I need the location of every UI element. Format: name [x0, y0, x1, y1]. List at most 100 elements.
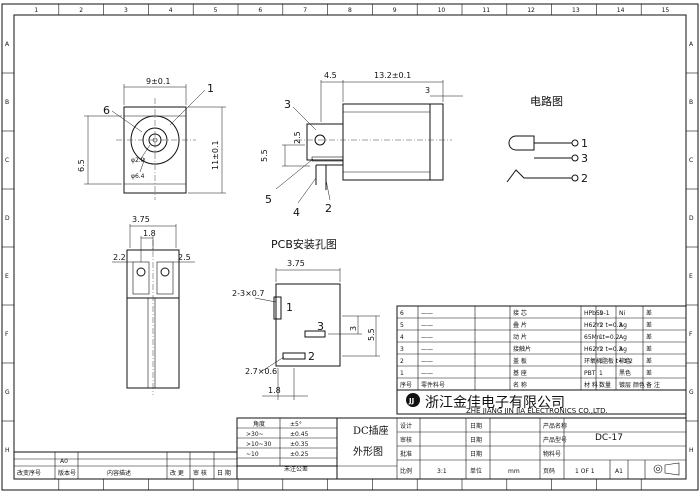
bom-cell: PBT — [584, 370, 596, 377]
row-marker-left: C — [5, 157, 9, 164]
row-marker-left: A — [5, 41, 10, 48]
bom-cell: Ag — [619, 322, 627, 329]
column-marker-top: 10 — [438, 7, 446, 14]
bom-cell: —— — [421, 370, 433, 377]
tol-header-a: 角度 — [253, 420, 265, 428]
bom-cell: 黑色 — [619, 369, 631, 377]
bom-header: 备 注 — [646, 381, 660, 389]
label-product-no: 产品型号 — [543, 436, 567, 444]
column-marker-top: 2 — [79, 7, 83, 14]
column-marker-top: 15 — [662, 7, 670, 14]
bom-cell: —— — [421, 358, 433, 365]
bom-cell: 6 — [400, 310, 404, 317]
column-marker-top: 4 — [169, 7, 173, 14]
rev-label-date: 日 期 — [217, 469, 231, 477]
bom-cell: Ni — [619, 310, 625, 317]
bom-header: 数量 — [599, 381, 611, 389]
pcb-hole-a: 2-3×0.7 — [232, 289, 265, 298]
bom-cell: 差 — [646, 369, 652, 377]
label-date-2: 日期 — [470, 436, 482, 444]
company-banner: JJ 浙江金佳电子有限公司 ZHE JIANG JIN JIA ELECTRON… — [396, 389, 687, 415]
column-marker-top: 1 — [34, 7, 38, 14]
column-marker-top: 13 — [572, 7, 580, 14]
column-marker-top: 3 — [124, 7, 128, 14]
bom-header: 镀层 颜色 — [619, 381, 645, 389]
column-marker-top: 6 — [258, 7, 262, 14]
label-date-3: 日期 — [470, 450, 482, 458]
row-marker-right: F — [689, 331, 693, 338]
bom-cell: 2 — [400, 358, 404, 365]
bom-cell: 差 — [646, 357, 652, 365]
tol-header-b: ±5° — [290, 421, 302, 428]
label-material-no: 物料号 — [543, 450, 561, 458]
bom-cell: H62Y2 t=0.3 — [584, 322, 623, 329]
bom-cell: 叠 片 — [513, 321, 527, 329]
size-value: A1 — [615, 468, 623, 475]
company-name-cn: 浙江金佳电子有限公司 — [425, 395, 565, 411]
scale-value: 3:1 — [437, 468, 447, 475]
row-marker-right: C — [689, 157, 693, 164]
callout-2: 2 — [325, 202, 332, 215]
bom-cell: HPb59-1 — [584, 310, 610, 317]
row-marker-left: H — [5, 447, 10, 454]
bom-cell: 65Mn t=0.2 — [584, 334, 620, 341]
dim-pcb-right-b: 5.5 — [367, 328, 376, 341]
dim-side-b: 13.2±0.1 — [374, 71, 411, 80]
circuit-pin-1: 1 — [581, 137, 588, 150]
bom-cell: 基 座 — [513, 369, 527, 377]
tolerance-table: 角度 ±5° >30~ ±0.45 >10~30 ±0.35 ~10 ±0.25… — [236, 417, 338, 473]
dia-small-label: φ2.0 — [131, 157, 145, 164]
rev-label-review: 审 核 — [193, 469, 207, 477]
bom-cell: Ag — [619, 346, 627, 353]
circuit-pin-2: 2 — [581, 172, 588, 185]
bom-header: 名 称 — [513, 381, 527, 389]
rev-label-change: 改变序号 — [17, 469, 41, 477]
bom-cell: 环氧树脂板 t=1.2 — [584, 357, 633, 365]
bom-cell: Ag — [619, 334, 627, 341]
circuit-title: 电路图 — [530, 95, 563, 108]
dim-side-d: 5.5 — [260, 149, 269, 162]
row-marker-right: D — [689, 215, 694, 222]
projection-symbol — [653, 462, 680, 476]
column-marker-top: 5 — [214, 7, 218, 14]
column-marker-top: 7 — [303, 7, 307, 14]
row-marker-left: G — [5, 389, 10, 396]
column-marker-top: 9 — [393, 7, 397, 14]
revision-block: A0 改变序号 版本号 内容描述 改 更 审 核 日 期 — [13, 451, 238, 480]
sheets-value: 1 OF 1 — [575, 468, 595, 475]
rev-label-change-by: 改 更 — [170, 469, 184, 477]
part-name-line2: 外形图 — [353, 446, 383, 458]
bom-cell: —— — [421, 334, 433, 341]
label-scale: 比例 — [400, 467, 412, 475]
bottom-view: 3.75 1.8 2.2 2.5 — [112, 215, 195, 395]
label-approve: 批准 — [400, 450, 412, 458]
row-marker-left: D — [5, 215, 10, 222]
drawing-border — [1, 3, 699, 491]
bom-cell: 3 — [400, 346, 404, 353]
bom-cell: 差 — [646, 321, 652, 329]
bom-header: 零件料号 — [421, 381, 445, 389]
side-view: 4.5 13.2±0.1 3 5.5 2.5 3 5 4 2 — [260, 71, 463, 219]
row-marker-right: H — [689, 447, 694, 454]
column-marker-top: 12 — [527, 7, 535, 14]
dim-bottom-b: 1.8 — [143, 229, 156, 238]
bom-cell: 接 芯 — [513, 309, 527, 317]
bom-cell: 盖 板 — [513, 357, 527, 365]
tol-row-2-value: ±0.35 — [290, 441, 309, 448]
dia-large-label: φ6.4 — [131, 173, 145, 180]
bom-cell: —— — [421, 346, 433, 353]
label-design: 设计 — [400, 422, 412, 430]
row-marker-left: E — [5, 273, 9, 280]
row-marker-left: B — [5, 99, 9, 106]
callout-1: 1 — [207, 82, 214, 95]
circuit-pin-3: 3 — [581, 152, 588, 165]
pcb-pin-2: 2 — [308, 350, 315, 363]
pcb-pin-1: 1 — [286, 301, 293, 314]
company-name-en: ZHE JIANG JIN JIA ELECTRONICS CO.,LTD. — [466, 407, 608, 415]
bom-cell: 1 — [599, 370, 603, 377]
bom-grid — [396, 306, 687, 390]
bom-cell: 1 — [400, 370, 404, 377]
row-marker-left: F — [5, 331, 9, 338]
